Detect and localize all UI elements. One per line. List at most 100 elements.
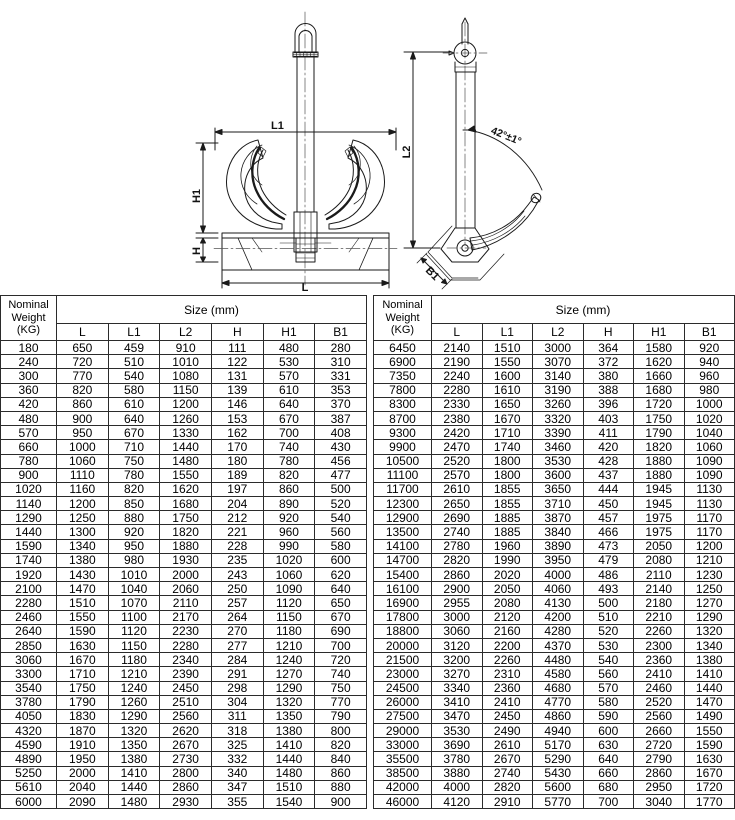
cell-l2: 2170 [159,609,212,625]
cell-l2: 2800 [159,765,212,781]
cell-l1: 1800 [481,467,533,483]
cell-l1: 1070 [107,595,161,611]
cell-l1: 1210 [107,666,161,682]
cell-l2: 4480 [532,652,584,668]
cell-h: 473 [582,538,634,554]
cell-l1: 1380 [107,751,161,767]
cell-weight: 3060 [0,652,57,668]
cell-l: 1950 [56,751,109,767]
cell-l: 3780 [431,751,483,767]
cell-l2: 1680 [159,496,212,512]
cell-h1: 1580 [633,339,685,356]
cell-l2: 2860 [159,779,212,796]
cell-h: 131 [210,368,264,384]
cell-l: 2650 [431,496,483,512]
cell-l: 2140 [431,339,483,356]
cell-l: 2955 [431,595,483,611]
cell-h1: 2260 [633,623,685,639]
cell-l: 3470 [431,708,483,725]
cell-h: 560 [582,666,634,682]
cell-h: 355 [210,793,264,810]
cell-h: 396 [582,396,634,412]
header-col-l2: L2 [532,323,584,341]
cell-h1: 1210 [262,637,316,654]
cell-l: 1000 [56,439,109,455]
cell-h1: 1720 [633,396,685,412]
cell-h1: 1945 [633,481,685,498]
cell-h1: 610 [262,382,316,398]
cell-b1: 1720 [683,779,735,796]
cell-b1: 1020 [683,410,735,427]
cell-l1: 2050 [481,581,533,597]
cell-h: 180 [210,453,264,469]
cell-l1: 1150 [107,637,161,654]
cell-l1: 880 [107,510,161,526]
cell-l2: 3070 [532,354,584,370]
cell-l2: 3140 [532,368,584,384]
cell-weight: 420 [0,396,57,412]
cell-l1: 610 [107,396,161,412]
cell-h1: 2860 [633,765,685,781]
cell-h: 111 [210,339,264,356]
header-size-group: Size (mm) [431,295,735,324]
cell-l2: 5170 [532,737,584,753]
cell-l: 2860 [431,566,483,583]
cell-weight: 360 [0,382,57,398]
cell-l2: 1330 [159,425,212,441]
cell-l2: 4680 [532,680,584,696]
cell-l2: 4280 [532,623,584,639]
cell-weight: 2460 [0,609,57,625]
cell-weight: 27500 [373,708,432,725]
cell-h: 428 [582,453,634,469]
cell-b1: 860 [314,765,367,781]
cell-l2: 4940 [532,723,584,739]
cell-l1: 2020 [481,566,533,583]
cell-weight: 2640 [0,623,57,639]
cell-b1: 840 [314,751,367,767]
cell-b1: 1630 [683,751,735,767]
cell-b1: 1340 [683,637,735,654]
cell-l2: 3000 [532,339,584,356]
cell-h1: 1180 [262,623,316,639]
cell-b1: 310 [314,354,367,370]
cell-l2: 2930 [159,793,212,810]
cell-l2: 1620 [159,481,212,498]
cell-h: 450 [582,496,634,512]
cell-l: 2330 [431,396,483,412]
header-row-2: L L1 L2 H H1 B1 [374,323,735,341]
cell-b1: 456 [314,453,367,469]
cell-l2: 4060 [532,581,584,597]
cell-l2: 3950 [532,552,584,569]
cell-l2: 3870 [532,510,584,526]
header-nominal-weight: Nominal Weight (KG) [373,295,432,341]
cell-b1: 280 [314,339,367,356]
cell-b1: 1550 [683,723,735,739]
cell-l: 1710 [56,666,109,682]
cell-h1: 860 [262,481,316,498]
cell-l1: 2200 [481,637,533,654]
cell-h: 139 [210,382,264,398]
cell-l1: 1480 [107,793,161,810]
cell-h: 228 [210,538,264,554]
spec-table-right: Nominal Weight (KG) Size (mm) L L1 L2 H … [373,295,735,810]
cell-l2: 1880 [159,538,212,554]
cell-l2: 4000 [532,566,584,583]
cell-h: 388 [582,382,634,398]
cell-l: 2780 [431,538,483,554]
cell-l1: 2490 [481,723,533,739]
cell-h: 270 [210,623,264,639]
cell-h1: 1660 [633,368,685,384]
cell-l: 860 [56,396,109,412]
cell-h1: 1975 [633,510,685,526]
cell-h: 680 [582,779,634,796]
